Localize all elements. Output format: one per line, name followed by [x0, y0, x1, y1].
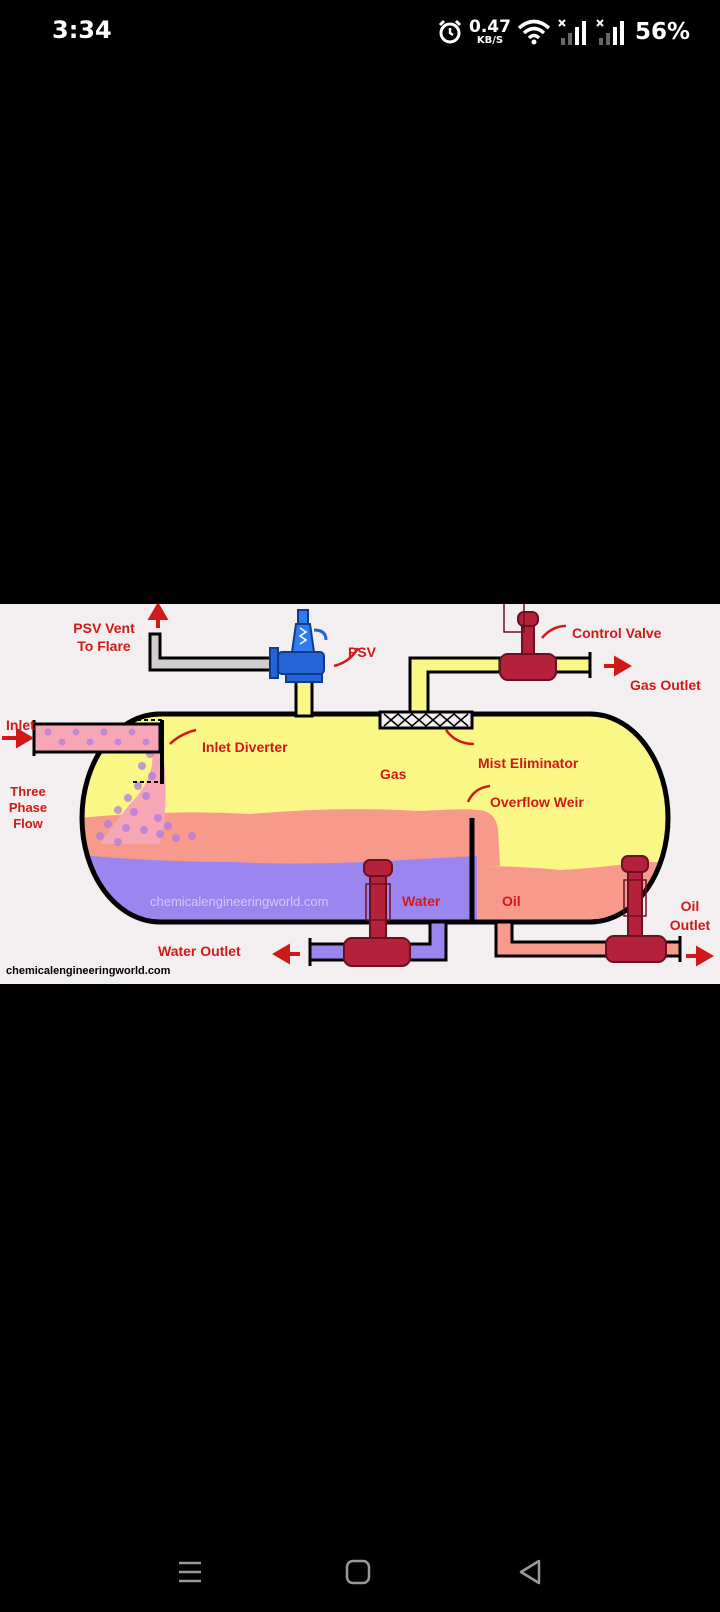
net-speed-unit: KB/S [476, 34, 504, 46]
mist-eliminator-mesh [383, 713, 469, 727]
alarm-icon [438, 19, 462, 44]
vessel-shell [79, 711, 671, 925]
bubble-pattern [96, 750, 196, 846]
mist-eliminator-label: Mist Eliminator [478, 755, 579, 771]
psv-valve [269, 609, 328, 683]
control-valve-oil [605, 855, 667, 963]
control-valve-label: Control Valve [572, 625, 662, 641]
inlet-pipe [32, 722, 162, 754]
inlet-arrow [2, 727, 34, 749]
overflow-stream [477, 810, 500, 866]
vent-arrow [147, 604, 169, 628]
watermark-text: chemicalengineeringworld.com [150, 894, 328, 909]
source-credit: chemicalengineeringworld.com [6, 965, 171, 977]
signal-icon [558, 19, 586, 45]
oil-outlet-label-line2: Outlet [670, 917, 711, 933]
back-button[interactable] [510, 1552, 550, 1592]
psv-vent-pipe [148, 632, 282, 672]
status-icons: 0.47 KB/S 56% [437, 14, 690, 50]
navigation-bar [0, 1540, 720, 1600]
inlet-label: Inlet [6, 717, 35, 733]
gas-outlet-arrow [604, 655, 632, 677]
back-icon [519, 1559, 541, 1585]
inlet-bubbles [44, 728, 150, 746]
mist-eliminator-pointer [444, 729, 475, 746]
control-valve-gas [499, 604, 557, 681]
flow-arrows [2, 604, 714, 967]
recent-apps-icon [179, 1561, 201, 1583]
water-outlet-arrow [272, 943, 300, 965]
oil-label: Oil [502, 893, 521, 909]
separator-diagram: PSV Vent To Flare PSV Control Valve Gas … [0, 604, 720, 984]
water-outlet-label: Water Outlet [158, 943, 241, 959]
three-phase-label-line2: Phase [9, 800, 47, 815]
three-phase-label-line3: Flow [13, 816, 43, 831]
signal-icon [596, 19, 624, 45]
gas-outlet-label: Gas Outlet [630, 677, 701, 693]
overflow-weir-pointer [466, 784, 491, 803]
psv-vent-label: PSV Vent [73, 620, 135, 636]
water-label: Water [402, 893, 441, 909]
home-button[interactable] [338, 1552, 378, 1592]
psv-pointer [333, 647, 360, 668]
gas-label: Gas [380, 766, 407, 782]
inlet-diverter-pointer [169, 728, 197, 745]
wifi-icon [517, 19, 551, 45]
battery-level: 56% [634, 19, 690, 45]
inlet-diverter-label: Inlet Diverter [202, 739, 288, 755]
net-speed-value: 0.47 [468, 16, 511, 37]
control-valve-pointer [541, 624, 567, 639]
oil-outlet-arrow [686, 945, 714, 967]
home-icon [345, 1559, 371, 1585]
mist-eliminator [378, 710, 474, 730]
net-speed: 0.47 KB/S [468, 16, 511, 46]
psv-vent-label-line2: To Flare [77, 638, 131, 654]
oil-outlet-label: Oil [681, 898, 700, 914]
recent-apps-button[interactable] [170, 1552, 210, 1592]
inlet-stream [100, 740, 166, 844]
status-time: 3:34 [52, 16, 112, 44]
control-valve-water [343, 859, 411, 967]
psv-label: PSV [348, 644, 377, 660]
three-phase-label: Three [10, 784, 45, 799]
overflow-weir-label: Overflow Weir [490, 794, 584, 810]
status-bar: 3:34 0.47 KB/S [0, 0, 720, 64]
